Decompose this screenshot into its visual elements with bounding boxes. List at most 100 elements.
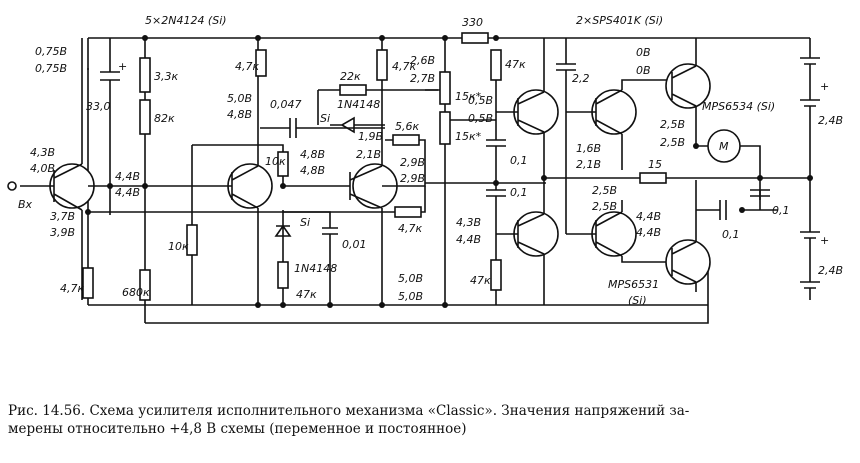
label-r4k7e: 4,7к [60,282,84,295]
label-v24a: 2,4В [818,114,843,127]
label-v25c: 2,5В [592,184,617,197]
resistor-4k7-c [394,206,422,218]
label-c01b: 0,1 [510,186,528,199]
resistor-47k-a [490,49,502,81]
label-v25b: 2,5В [660,136,685,149]
label-r47k-c: 47к [470,274,491,287]
label-v16: 1,6В [576,142,601,155]
label-v05a: 0,5В [468,94,493,107]
label-c22: 2,2 [572,72,590,85]
label-c01d: 0,1 [772,204,790,217]
label-motor: M [719,140,729,153]
label-v05b: 0,5В [468,112,493,125]
label-v21: 2,1В [356,148,381,161]
label-r10k-b: 10к [168,240,189,253]
label-v19: 1,9В [358,130,383,143]
resistor-10k [277,151,289,177]
label-d1n4148-a: 1N4148 [337,98,380,111]
label-r82k: 82к [154,112,175,125]
label-r15k-a: 15к* [455,90,482,103]
label-plus-bat-b: + [820,234,829,247]
label-v21b: 2,1В [576,158,601,171]
label-plus-c33: + [118,60,127,73]
label-r22k: 22к [340,70,361,83]
label-r330: 330 [462,16,483,29]
resistor-47k-d [277,261,289,289]
label-transistors-top: 5×2N4124 (Si) [145,14,227,27]
label-v50a: 5,0В [227,92,252,105]
label-r47k-a: 47к [505,58,526,71]
caption-line-1: Рис. 14.56. Схема усилителя исполнительн… [8,403,690,419]
resistor-22k [339,84,367,96]
label-v50c: 5,0В [398,290,423,303]
label-v50b: 5,0В [398,272,423,285]
label-v29b: 2,9В [400,172,425,185]
label-v48b: 4,8В [300,148,325,161]
label-v43a: 4,3В [30,146,55,159]
transistor-driver-bottom [513,211,559,257]
label-v0b: 0В [636,64,651,77]
label-mps6531: MPS6531 [608,278,659,291]
label-v-in-b: 0,75В [35,62,67,75]
resistor-82k [139,99,151,135]
label-r15: 15 [648,158,662,171]
label-c01c: 0,1 [722,228,740,241]
input-terminal [7,181,17,191]
label-r4k7b: 4,7к [392,60,416,73]
label-v37: 3,7В [50,210,75,223]
label-transistors-pair: 2×SPS401K (Si) [576,14,663,27]
resistor-3k3 [139,57,151,93]
label-plus-bat-a: + [820,80,829,93]
label-si-b: Si [300,216,310,229]
pot-15k-a [439,71,451,105]
label-v44c: 4,4В [456,233,481,246]
label-in: Вх [18,198,33,211]
resistor-10k-left [186,224,198,256]
label-d1n4148-b: 1N4148 [294,262,337,275]
label-si-c: (Si) [628,294,647,307]
transistor-sps-top [591,89,637,135]
caption-line-2: мерены относительно +4,8 В схемы (переме… [8,421,467,437]
label-v43c: 4,3В [456,216,481,229]
resistor-4k7-b [376,49,388,81]
label-r3k3: 3,3к [154,70,178,83]
label-c33: 33,0 [86,100,111,113]
amplifier-schematic: 5×2N4124 (Si) 2×SPS401K (Si) 0,75В 0,75В… [7,14,843,324]
transistor-sps-bottom [591,211,637,257]
transistor-driver-top [513,89,559,135]
label-c01a: 0,1 [510,154,528,167]
resistor-4k7-a [255,49,267,77]
label-r47k-d: 47к [296,288,317,301]
label-v39: 3,9В [50,226,75,239]
resistor-4k7-low [82,267,94,299]
label-v43b: 4,0В [30,162,55,175]
resistor-47k-c [490,259,502,291]
label-r4k7a: 4,7к [235,60,259,73]
resistor-15 [639,172,667,184]
label-v44d: 4,4В [636,210,661,223]
label-v48c: 4,8В [300,164,325,177]
label-mps6534: MPS6534 (Si) [702,100,775,113]
label-v44a: 4,4В [115,170,140,183]
transistor-input [49,163,95,209]
resistor-330 [461,32,489,44]
label-r2k6: 2,6В [410,54,435,67]
label-v44e: 4,4В [636,226,661,239]
label-si-a: Si [320,112,330,125]
label-v25a: 2,5В [660,118,685,131]
label-v29a: 2,9В [400,156,425,169]
pot-15k-b [439,111,451,145]
label-v44b: 4,4В [115,186,140,199]
label-c001: 0,01 [342,238,367,251]
resistor-5k6 [392,134,420,146]
figure-caption: Рис. 14.56. Схема усилителя исполнительн… [8,402,854,438]
label-r680k: 680к [122,286,150,299]
label-v-in-a: 0,75В [35,45,67,58]
label-v48a: 4,8В [227,108,252,121]
label-r2k7: 2,7В [410,72,435,85]
label-r15k-b: 15к* [455,130,482,143]
label-r4k7d: 4,7к [398,222,422,235]
label-r10k-a: 10к [265,155,286,168]
label-c047: 0,047 [270,98,302,111]
label-v25d: 2,5В [592,200,617,213]
